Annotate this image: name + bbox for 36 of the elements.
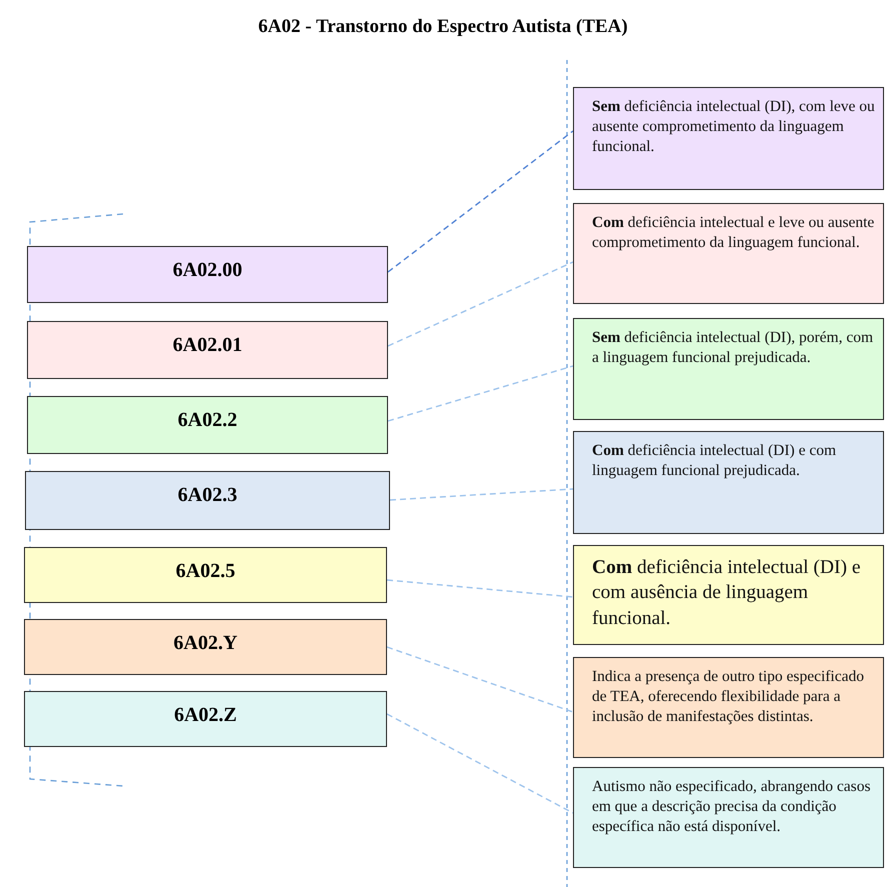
description-text: Com deficiência intelectual (DI) e com ausência de linguagem funcional. — [591, 556, 862, 631]
code-label: 6A02.2 — [176, 408, 238, 432]
connector-line — [388, 365, 574, 422]
description-box — [573, 87, 884, 190]
description-text: Com deficiência intelectual (DI) e com linguagem funcional prejudicada. — [591, 441, 838, 482]
code-label: 6A02.5 — [174, 559, 236, 583]
diagram-title: 6A02 - Transtorno do Espectro Autista (TEA) — [257, 16, 629, 38]
connector-line — [388, 130, 574, 273]
code-label: 6A02.Y — [172, 631, 238, 655]
code-box — [27, 321, 388, 379]
description-box — [573, 767, 884, 868]
connector-line — [386, 579, 574, 598]
code-box — [24, 619, 387, 675]
code-box — [24, 547, 387, 603]
description-text: Indica a presença de outro tipo especificado de TEA, oferecendo flexibilidade para a inclusão de manifestações distintas. — [591, 667, 865, 728]
connector-line — [390, 488, 574, 501]
description-box — [573, 545, 884, 645]
connector-line — [388, 261, 574, 347]
code-box — [27, 396, 388, 454]
description-box — [573, 318, 884, 420]
code-box — [24, 691, 387, 747]
code-label: 6A02.00 — [172, 258, 244, 282]
code-box — [27, 246, 388, 303]
code-label: 6A02.01 — [172, 333, 244, 357]
connector-line — [386, 646, 574, 713]
description-text: Com deficiência intelectual e leve ou ausente comprometimento da linguagem funcional. — [591, 213, 876, 254]
code-label: 6A02.3 — [176, 483, 238, 507]
description-box — [573, 431, 884, 534]
code-label: 6A02.Z — [173, 703, 238, 727]
description-text: Autismo não especificado, abrangendo casos em que a descrição precisa da condição específica não está disponível. — [591, 777, 872, 838]
description-box — [573, 657, 884, 758]
description-text: Sem deficiência intelectual (DI), com leve ou ausente comprometimento da linguagem funcional. — [591, 97, 876, 158]
description-text: Sem deficiência intelectual (DI), porém, com a linguagem funcional prejudicada. — [591, 328, 874, 368]
code-box — [25, 471, 390, 530]
description-box — [573, 203, 884, 304]
connector-line — [386, 713, 574, 814]
